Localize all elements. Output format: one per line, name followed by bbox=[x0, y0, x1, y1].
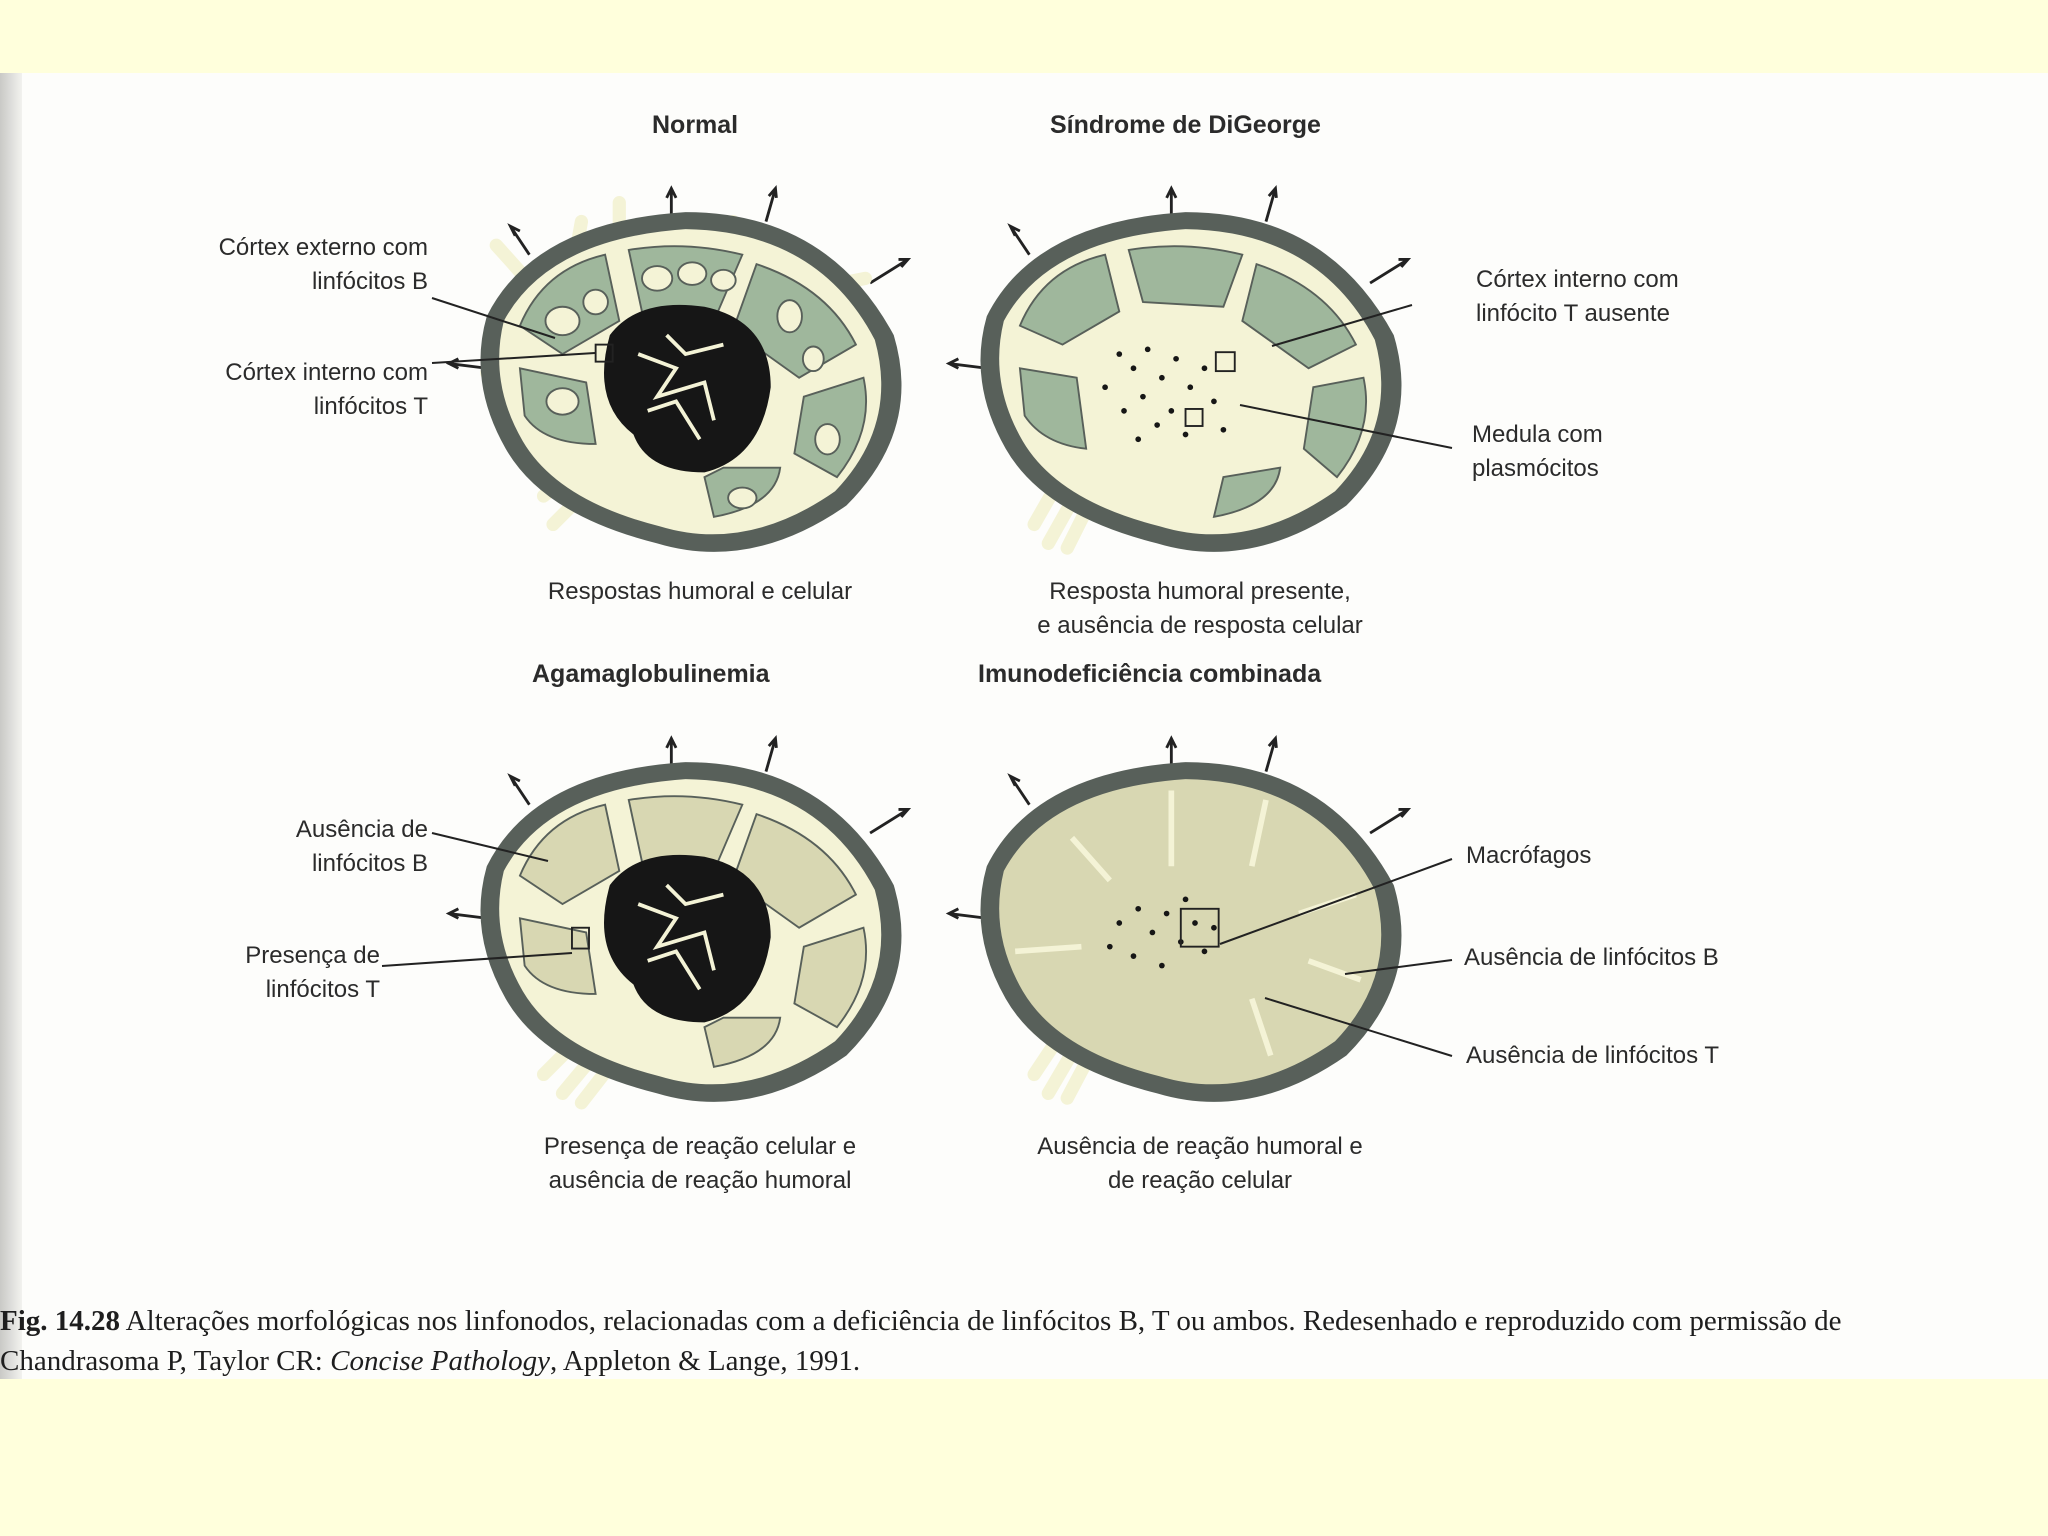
label-inner-cortex-t: Córtex interno com linfócitos T bbox=[225, 356, 428, 424]
label-macrophages: Macrófagos bbox=[1466, 839, 1591, 873]
figure-panel: Normal Síndrome de DiGeorge Agamaglobuli… bbox=[0, 73, 2048, 1379]
figure-caption: Fig. 14.28 Alterações morfológicas nos l… bbox=[0, 1301, 2000, 1381]
book-title: Concise Pathology bbox=[330, 1345, 550, 1377]
label-medulla-plasma: Medula com plasmócitos bbox=[1472, 418, 1603, 486]
label-presence-t: Presença de linfócitos T bbox=[245, 939, 380, 1007]
label-outer-cortex-b: Córtex externo com linfócitos B bbox=[219, 231, 428, 299]
caption-agamaglobulinemia: Presença de reação celular e ausência de… bbox=[440, 1130, 960, 1198]
caption-citation: , Appleton & Lange, 1991. bbox=[550, 1345, 860, 1377]
label-inner-cortex-t-absent: Córtex interno com linfócito T ausente bbox=[1476, 263, 1679, 331]
figure-number: Fig. 14.28 bbox=[0, 1305, 120, 1337]
caption-combined-immunodeficiency: Ausência de reação humoral e de reação c… bbox=[940, 1130, 1460, 1198]
label-absence-b: Ausência de linfócitos B bbox=[296, 813, 428, 881]
label-absence-t-single: Ausência de linfócitos T bbox=[1466, 1039, 1719, 1073]
caption-normal: Respostas humoral e celular bbox=[440, 575, 960, 609]
label-absence-b-single: Ausência de linfócitos B bbox=[1464, 941, 1719, 975]
caption-digeorge: Resposta humoral presente, e ausência de… bbox=[940, 575, 1460, 643]
caption-text: Alterações morfológicas nos linfonodos, … bbox=[0, 1305, 1842, 1377]
